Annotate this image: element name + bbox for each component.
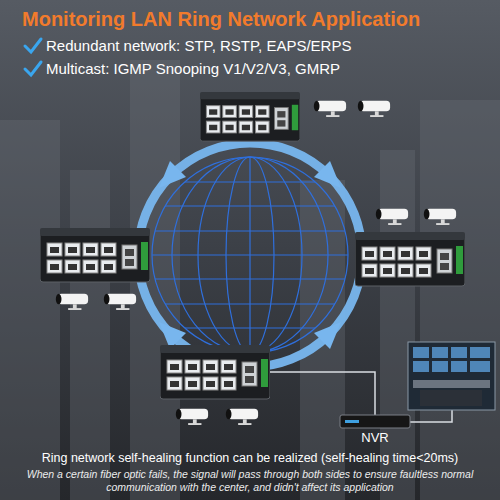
nvr-device bbox=[335, 412, 415, 430]
switch-left bbox=[40, 228, 150, 282]
switch-right bbox=[355, 232, 465, 286]
device-label: NVR bbox=[335, 430, 415, 445]
globe bbox=[152, 157, 348, 353]
nvr-led bbox=[345, 420, 359, 423]
city-buildings bbox=[0, 60, 500, 500]
ring-arrowheads bbox=[159, 161, 341, 349]
switch-top bbox=[200, 92, 300, 141]
ring-arrow bbox=[138, 143, 362, 367]
feature-line: Redundant network: STP, RSTP, EAPS/ERPS bbox=[46, 37, 351, 54]
caption: Ring network self-healing function can b… bbox=[4, 451, 496, 465]
cameras bbox=[56, 101, 456, 425]
monitoring-room bbox=[408, 342, 495, 410]
network-cable bbox=[270, 372, 375, 415]
switch-bottom bbox=[160, 345, 270, 399]
note: When a certain fiber optic fails, the si… bbox=[4, 468, 496, 494]
feature-line: Multicast: IGMP Snooping V1/V2/V3, GMRP bbox=[46, 60, 340, 77]
nvr-unit: NVR bbox=[335, 412, 415, 445]
check-marks bbox=[25, 39, 41, 75]
nvr-body bbox=[340, 415, 410, 428]
video-cable bbox=[408, 410, 452, 422]
title: Monitoring LAN Ring Network Application bbox=[22, 8, 420, 31]
